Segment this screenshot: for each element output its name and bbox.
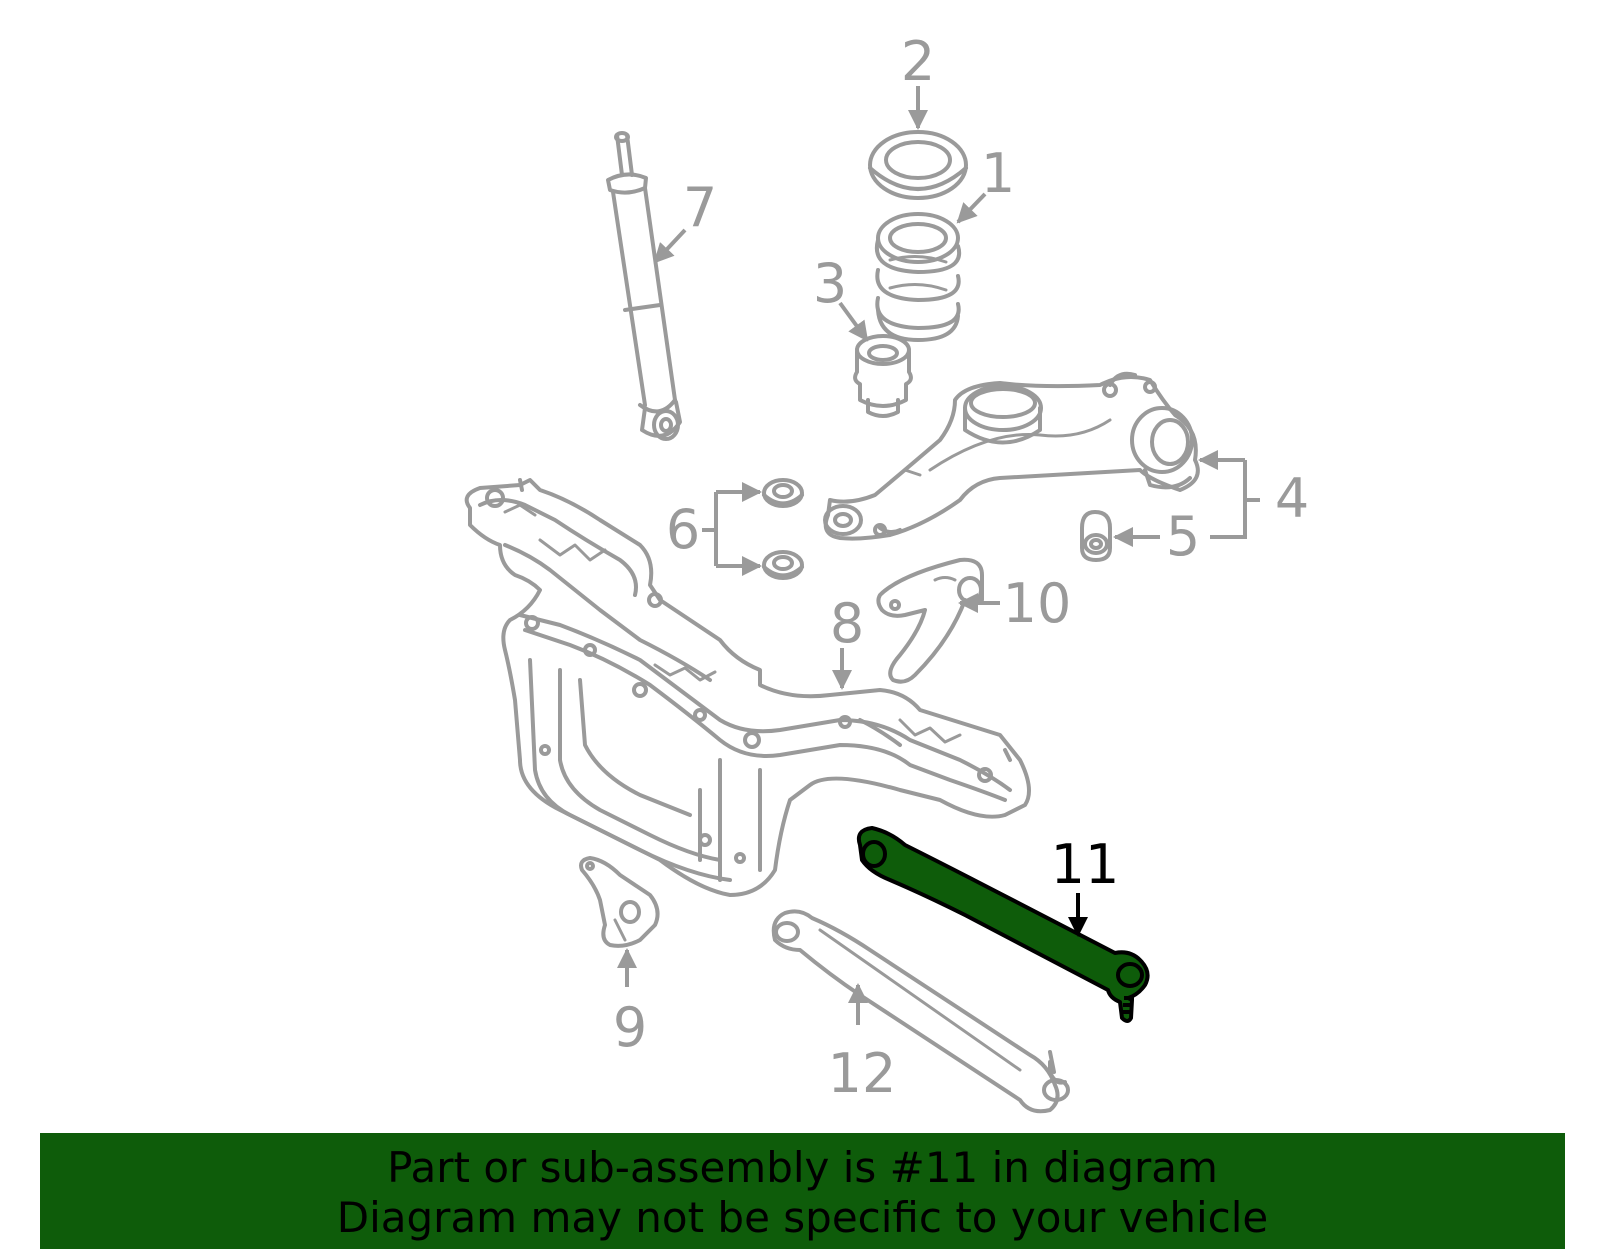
callout-3: 3 [813,252,847,315]
part-5-bushing [1080,510,1112,562]
leader-7 [653,228,687,264]
part-3-bump-stop [853,334,913,418]
callout-9: 9 [613,996,647,1059]
leader-4-bracket [1200,458,1260,539]
callout-1: 1 [981,142,1015,205]
callout-5: 5 [1166,505,1200,568]
part-2-spring-insulator [868,130,968,200]
leader-1 [956,192,987,224]
callout-2: 2 [901,30,935,93]
banner-disclaimer: Diagram may not be specific to your vehi… [336,1193,1269,1242]
part-12-lateral-link [771,909,1070,1114]
callout-12: 12 [828,1042,897,1105]
leader-lines [617,86,1260,1025]
part-8-subframe [464,478,1031,897]
part-11-trailing-link-highlighted [856,826,1150,1023]
part-6-bushings [762,478,804,580]
callout-4: 4 [1275,467,1309,530]
part-10-bracket [876,557,984,684]
banner-part-note: Part or sub-assembly is #11 in diagram [387,1143,1218,1192]
callout-labels: 2 1 7 3 4 5 6 10 8 9 12 11 [613,30,1309,1105]
part-9-bracket [579,856,660,948]
callout-6: 6 [666,498,700,561]
part-4-lower-control-arm [823,371,1200,541]
callout-10: 10 [1003,572,1072,635]
callout-11: 11 [1051,833,1120,896]
info-banner: Part or sub-assembly is #11 in diagram D… [40,1133,1565,1249]
callout-7: 7 [683,176,717,239]
callout-8: 8 [830,592,864,655]
parts-diagram: 2 1 7 3 4 5 6 10 8 9 12 11 [464,30,1309,1114]
leader-6-bracket [702,492,718,566]
part-7-shock-absorber [606,131,682,441]
part-1-coil-spring [874,212,962,342]
leader-3 [838,301,869,342]
